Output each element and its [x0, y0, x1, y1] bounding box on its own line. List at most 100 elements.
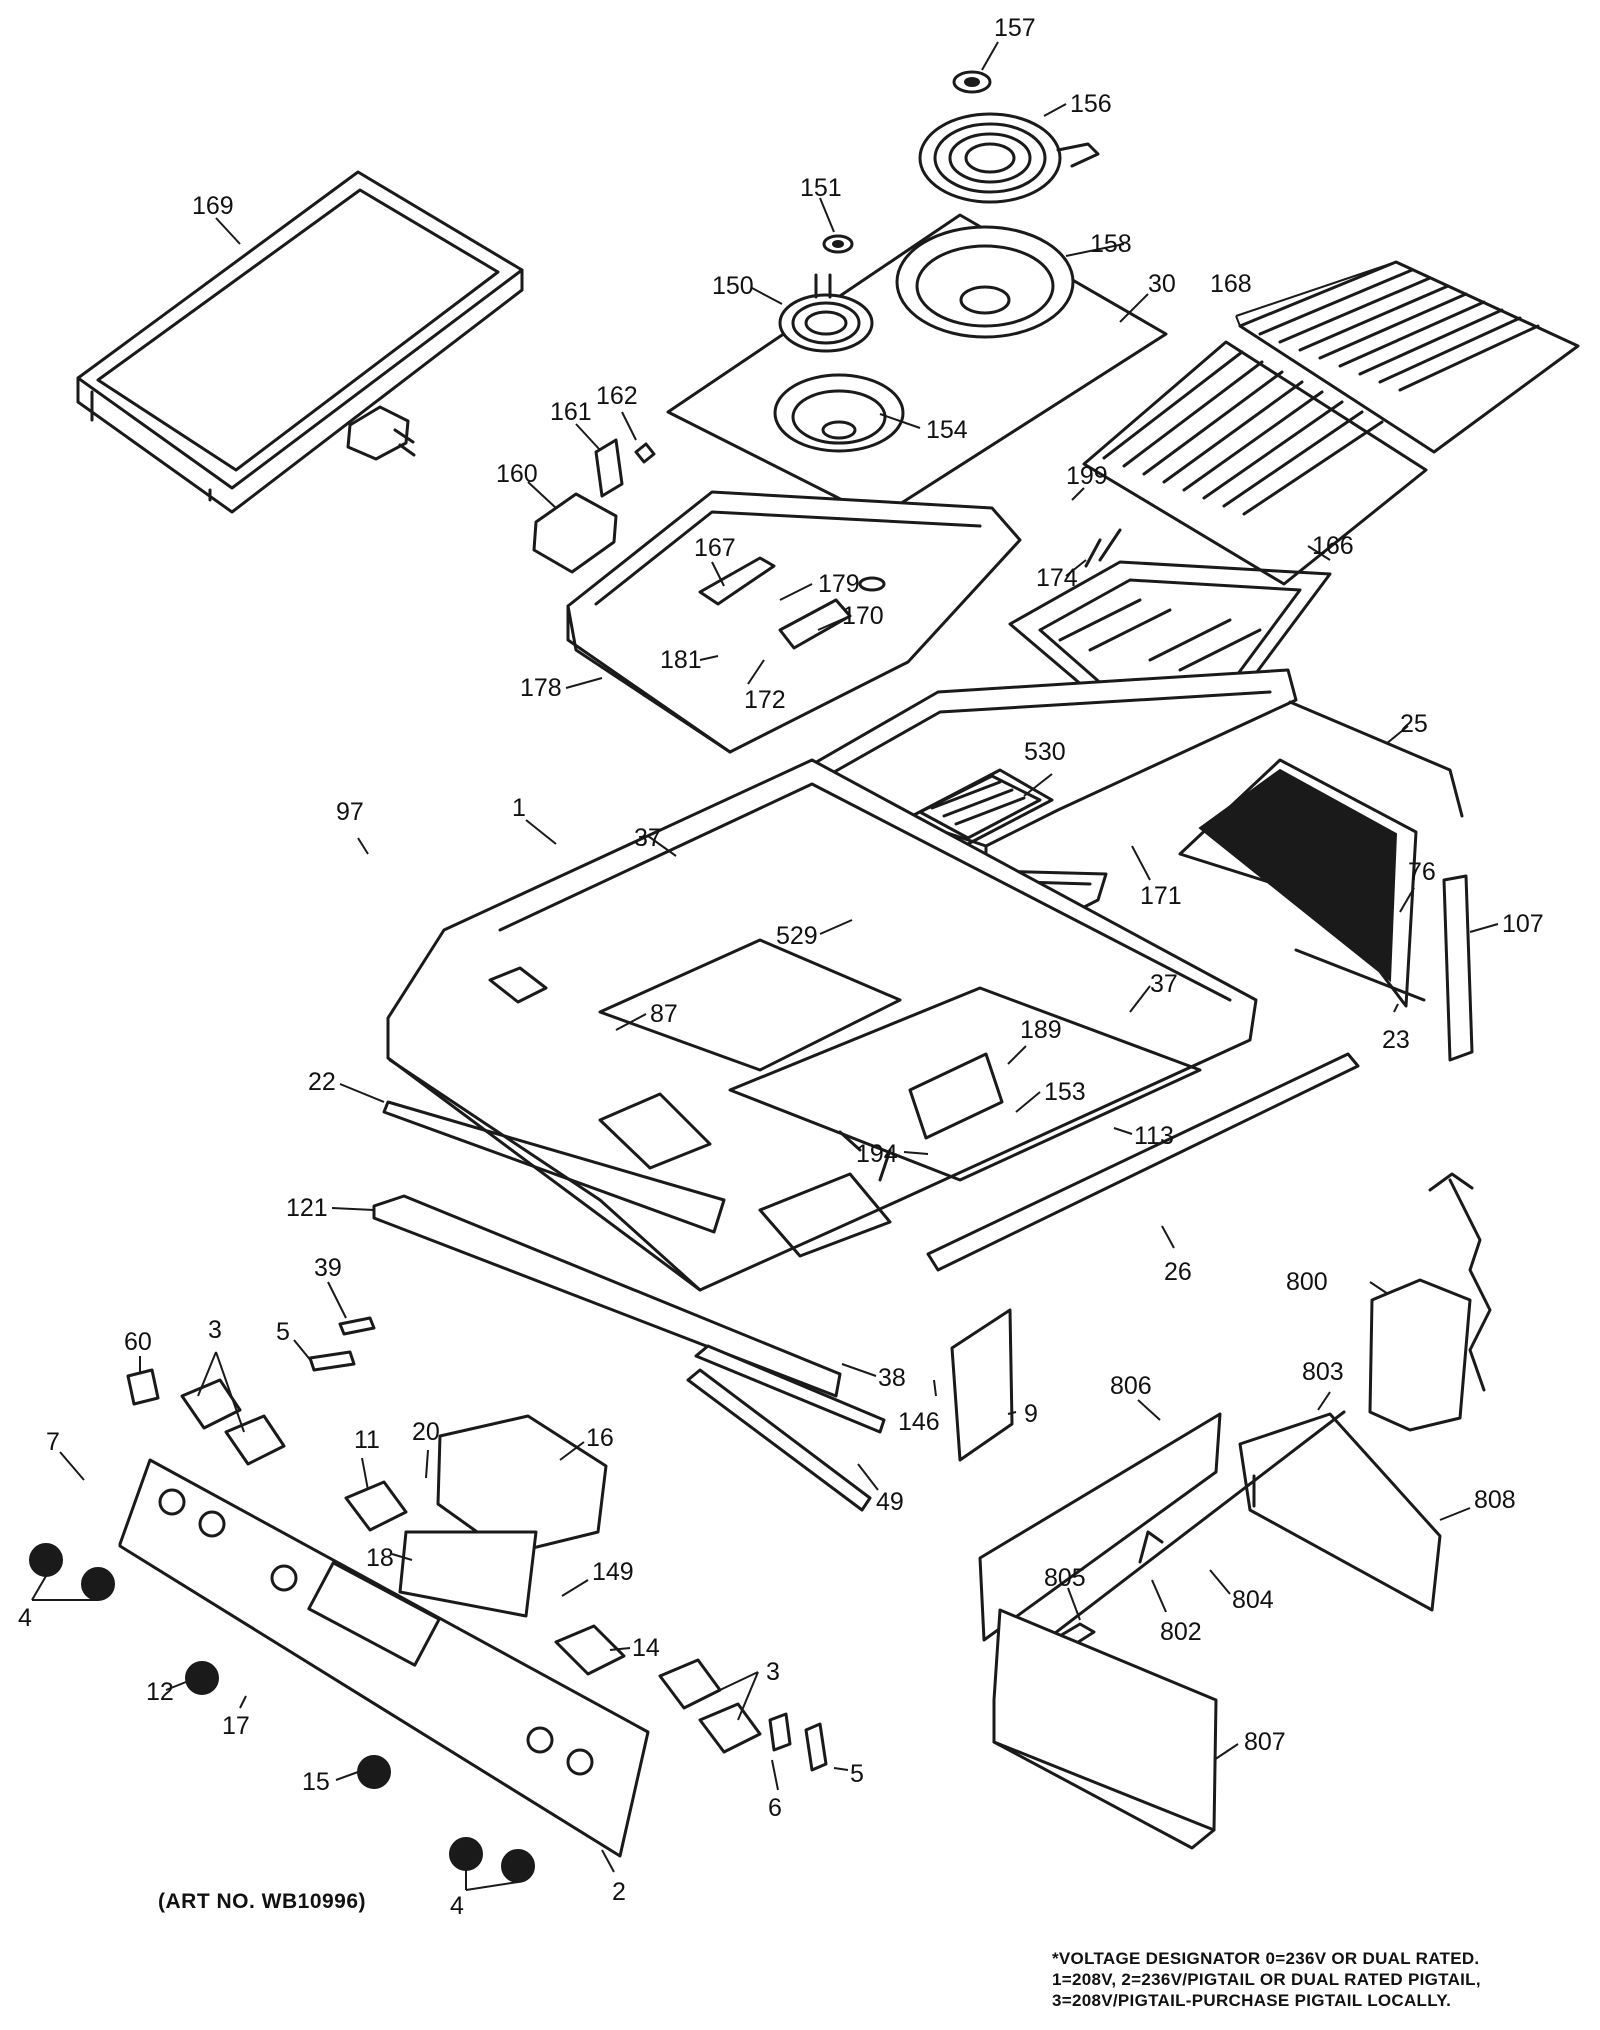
callout-160: 160 [496, 460, 538, 488]
receptacle-bracket-160-161-162 [532, 438, 656, 574]
rotisserie-bracket-808 [1238, 1412, 1442, 1612]
callout-3a: 3 [208, 1316, 222, 1344]
callout-25: 25 [1400, 710, 1428, 738]
callout-189: 189 [1020, 1016, 1062, 1044]
callout-3b: 3 [766, 1658, 780, 1686]
callout-803: 803 [1302, 1358, 1344, 1386]
drip-pan-large-158 [895, 225, 1075, 339]
callout-800: 800 [1286, 1268, 1328, 1296]
callout-16: 16 [586, 1424, 614, 1452]
rotisserie-bracket-807 [992, 1608, 1218, 1850]
callout-156: 156 [1070, 90, 1112, 118]
callout-2: 2 [612, 1878, 626, 1906]
callout-97: 97 [336, 798, 364, 826]
side-trim-107 [1442, 874, 1474, 1062]
callout-168: 168 [1210, 270, 1252, 298]
callout-18: 18 [366, 1544, 394, 1572]
callout-171: 171 [1140, 882, 1182, 910]
callout-808: 808 [1474, 1486, 1516, 1514]
callout-172: 172 [744, 686, 786, 714]
callout-529: 529 [776, 922, 818, 950]
callout-38: 38 [878, 1364, 906, 1392]
callout-20: 20 [412, 1418, 440, 1446]
drip-pan-small-154 [773, 373, 905, 453]
callout-5b: 5 [850, 1760, 864, 1788]
callout-804: 804 [1232, 1586, 1274, 1614]
callout-199: 199 [1066, 462, 1108, 490]
callout-6: 6 [768, 1794, 782, 1822]
grill-pan-530 [918, 774, 1042, 840]
callout-161: 161 [550, 398, 592, 426]
rotisserie-motor-800 [1368, 1172, 1492, 1432]
callout-1: 1 [512, 794, 526, 822]
callout-150: 150 [712, 272, 754, 300]
front-rail-121 [372, 1194, 842, 1398]
callout-170: 170 [842, 602, 884, 630]
callout-167: 167 [694, 534, 736, 562]
small-surface-element-150 [778, 273, 874, 353]
callout-labels: 157 156 151 158 169 150 30 168 162 161 1… [18, 14, 1544, 1920]
callout-15: 15 [302, 1768, 330, 1796]
voltage-note-line-3: 3=208V/PIGTAIL-PURCHASE PIGTAIL LOCALLY. [1052, 1991, 1452, 2010]
callout-5a: 5 [276, 1318, 290, 1346]
griddle-169 [76, 170, 524, 514]
callout-9: 9 [1024, 1400, 1038, 1428]
rotisserie-bracket-806 [978, 1412, 1222, 1642]
callout-107: 107 [1502, 910, 1544, 938]
callout-158: 158 [1090, 230, 1132, 258]
callout-4b: 4 [450, 1892, 464, 1920]
large-surface-element-156 [918, 112, 1100, 204]
callout-166: 166 [1312, 532, 1354, 560]
callout-11: 11 [354, 1426, 380, 1454]
terminal-blocks-5-39-6 [308, 1316, 828, 1772]
callout-14: 14 [632, 1634, 660, 1662]
callout-12: 12 [146, 1678, 174, 1706]
callout-174: 174 [1036, 564, 1078, 592]
callout-153: 153 [1044, 1078, 1086, 1106]
knobs [29, 1543, 535, 1883]
callout-37a: 37 [634, 824, 662, 852]
callout-37b: 37 [1150, 970, 1178, 998]
surface-unit-box-178 [566, 490, 1022, 754]
callout-169: 169 [192, 192, 234, 220]
callout-121: 121 [286, 1194, 328, 1222]
callout-26: 26 [1164, 1258, 1192, 1286]
callout-30: 30 [1148, 270, 1176, 298]
callout-49: 49 [876, 1488, 904, 1516]
callout-113: 113 [1134, 1122, 1174, 1150]
callout-76: 76 [1408, 858, 1436, 886]
callout-17: 17 [222, 1712, 250, 1740]
main-top-1 [386, 758, 1258, 1292]
callout-194: 194 [856, 1140, 898, 1168]
callout-157: 157 [994, 14, 1036, 42]
callout-4a: 4 [18, 1604, 32, 1632]
control-panel-2 [118, 1458, 650, 1858]
trim-strip-22 [382, 1100, 726, 1234]
callout-530: 530 [1024, 738, 1066, 766]
callout-806: 806 [1110, 1372, 1152, 1400]
callout-179: 179 [818, 570, 860, 598]
callout-181: 181 [660, 646, 702, 674]
small-element-receptacle-151 [822, 234, 854, 254]
callout-39: 39 [314, 1254, 342, 1282]
callout-807: 807 [1244, 1728, 1286, 1756]
callout-146: 146 [898, 1408, 940, 1436]
grill-grate-168-right [1238, 260, 1580, 454]
callout-60: 60 [124, 1328, 152, 1356]
callout-22: 22 [308, 1068, 336, 1096]
side-panel-9 [950, 1308, 1014, 1462]
callout-162: 162 [596, 382, 638, 410]
leader-lines [31, 41, 1499, 1891]
grill-blower-76-25-23 [1178, 700, 1464, 1008]
voltage-note-line-2: 1=208V, 2=236V/PIGTAIL OR DUAL RATED PIG… [1052, 1970, 1481, 1989]
callout-151: 151 [800, 174, 842, 202]
callout-178: 178 [520, 674, 562, 702]
bottom-rails-38-49 [686, 1344, 886, 1512]
side-rail-26 [926, 1052, 1360, 1272]
grill-grate-168-left [1082, 340, 1428, 586]
callout-805: 805 [1044, 1564, 1086, 1592]
callout-802: 802 [1160, 1618, 1202, 1646]
voltage-note-line-1: *VOLTAGE DESIGNATOR 0=236V OR DUAL RATED… [1052, 1949, 1480, 1968]
callout-7: 7 [46, 1428, 60, 1456]
